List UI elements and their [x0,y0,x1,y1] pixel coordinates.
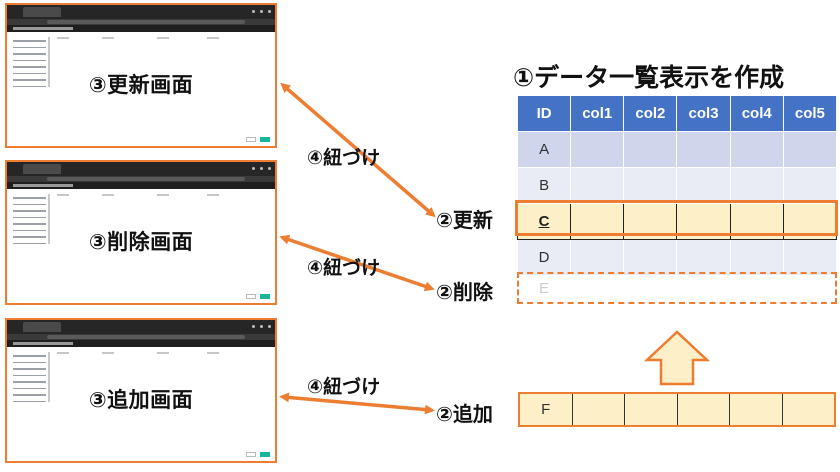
app-header [7,182,275,189]
update-screen-thumbnail: ③更新画面 [5,3,277,148]
selected-row-highlight [515,200,838,236]
row-id: D [516,239,572,276]
browser-chrome [7,320,275,334]
table-row: D [516,239,838,276]
screen-label: ③追加画面 [88,388,194,412]
header-col2: col2 [623,95,678,132]
sidebar [10,35,46,132]
header-id: ID [516,95,572,132]
op-delete: ②削除 [436,280,493,304]
header-col3: col3 [676,95,731,132]
deleted-row: E [517,272,837,304]
header-col5: col5 [782,95,838,132]
scrollbar [48,37,50,87]
op-add: ②追加 [436,402,493,426]
row-id: A [516,131,572,168]
delete-link-arrow [279,234,435,292]
op-update: ②更新 [436,208,493,232]
data-table: ID col1 col2 col3 col4 col5 A B C D [516,95,838,276]
header-col1: col1 [570,95,625,132]
table-row: A [516,131,838,168]
browser-chrome [7,162,275,176]
header-col4: col4 [729,95,784,132]
tie-label-add: ④紐づけ [307,376,381,398]
screen-label: ③更新画面 [88,73,194,97]
sidebar [10,192,46,289]
table-title: ①データ一覧表示を作成 [513,63,785,92]
added-row-id: F [520,394,573,425]
up-arrow-icon [643,330,711,386]
dialog-buttons [246,137,270,142]
browser-chrome [7,5,275,19]
update-link-arrow [280,82,436,218]
column-headers [57,194,269,198]
column-headers [57,352,269,356]
screen-label: ③削除画面 [88,230,194,254]
app-header [7,340,275,347]
address-bar [7,19,275,25]
sidebar [10,350,46,447]
address-bar [7,334,275,340]
table-header-row: ID col1 col2 col3 col4 col5 [516,95,838,132]
scrollbar [48,194,50,244]
dialog-buttons [246,294,270,299]
add-screen-thumbnail: ③追加画面 [5,318,277,463]
tie-label-update: ④紐づけ [307,147,381,169]
deleted-row-id: E [539,280,550,297]
tie-label-delete: ④紐づけ [307,257,381,279]
scrollbar [48,352,50,402]
dialog-buttons [246,452,270,457]
row-id: B [516,167,572,204]
delete-screen-thumbnail: ③削除画面 [5,160,277,305]
add-link-arrow [279,392,435,415]
app-header [7,25,275,32]
address-bar [7,176,275,182]
added-row: F [518,392,836,427]
table-row: B [516,167,838,204]
column-headers [57,37,269,41]
